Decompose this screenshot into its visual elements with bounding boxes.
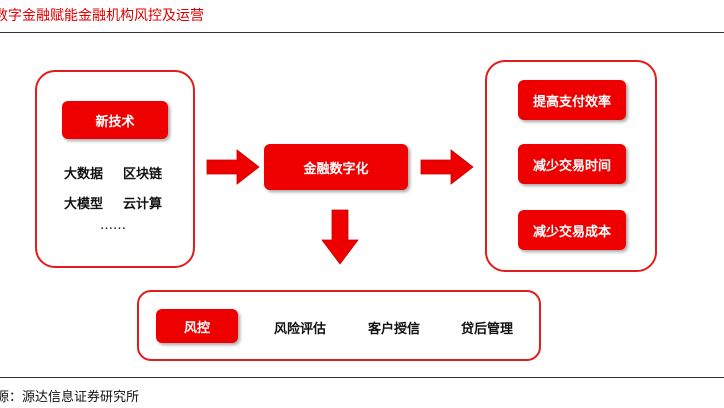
source-note: 源：源达信息证券研究所 — [0, 390, 140, 405]
customer-credit-label: 客户授信 — [368, 322, 421, 337]
risk-control-box: 风控 — [156, 309, 238, 343]
arrow-right-2 — [420, 149, 474, 185]
arrow-down — [321, 209, 359, 265]
risk-assessment-label: 风险评估 — [274, 322, 327, 337]
tech-blockchain: 区块链 — [123, 167, 163, 182]
financial-digitalization-box: 金融数字化 — [264, 144, 408, 190]
tech-big-data: 大数据 — [64, 167, 104, 182]
arrow-right-1 — [206, 149, 260, 185]
tech-ellipsis: …… — [100, 218, 126, 233]
new-technology-box: 新技术 — [62, 101, 168, 139]
tech-cloud-computing: 云计算 — [123, 197, 163, 212]
tech-large-model: 大模型 — [64, 197, 104, 212]
top-divider — [0, 32, 724, 33]
post-loan-management-label: 贷后管理 — [461, 322, 514, 337]
technology-panel — [35, 70, 195, 268]
outcome-transaction-time: 减少交易时间 — [518, 144, 626, 184]
outcome-payment-efficiency: 提高支付效率 — [518, 80, 626, 120]
outcome-transaction-cost: 减少交易成本 — [518, 210, 626, 250]
diagram-title: 数字金融赋能金融机构风控及运营 — [0, 8, 204, 24]
bottom-divider — [0, 377, 724, 378]
